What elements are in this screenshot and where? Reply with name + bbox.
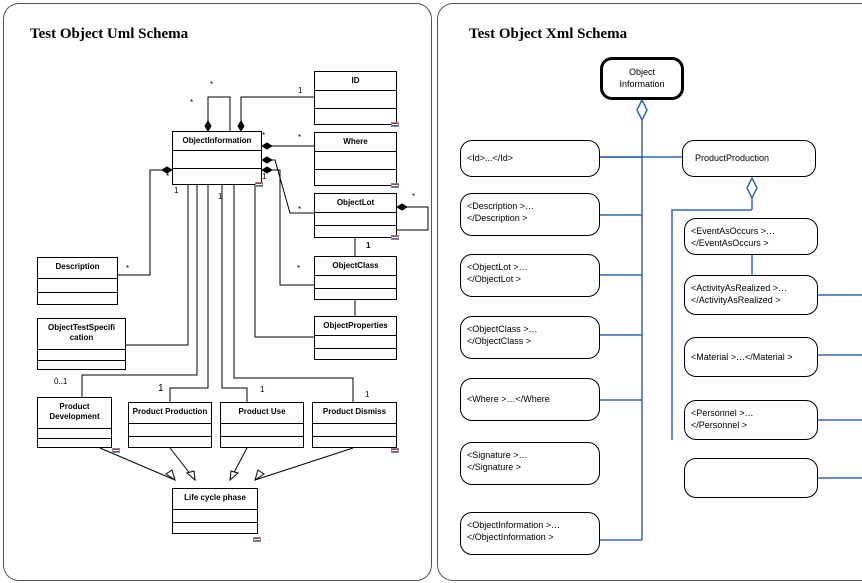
uml-title: Test Object Uml Schema: [30, 26, 189, 42]
mult-label: *: [126, 264, 130, 273]
diamond-id: [237, 120, 245, 132]
class-product-development: Product Development: [37, 397, 112, 448]
mult-label: 1: [158, 383, 164, 394]
mult-label: 0..1: [54, 377, 68, 386]
class-description: Description: [37, 257, 118, 305]
xml-node-material: <Material >…</Material >: [684, 337, 818, 377]
class-object-lot: ObjectLot: [314, 193, 397, 238]
mult-label: 1: [218, 192, 223, 201]
class-object-class: ObjectClass: [314, 256, 397, 300]
xml-node-object-class: <ObjectClass >… </ObjectClass >: [460, 316, 600, 359]
xml-node-object-information: <ObjectInformation >… </ObjectInformatio…: [460, 512, 600, 555]
mult-label: 1: [174, 186, 179, 195]
mult-label: *: [412, 192, 416, 201]
xml-node-where: <Where >…</Where: [460, 378, 600, 421]
class-object-test-specification: ObjectTestSpecifi cation: [37, 318, 126, 370]
assoc-id: [240, 96, 314, 131]
xml-node-event-as-occurs: <EventAsOccurs >… </EventAsOccurs >: [684, 218, 818, 255]
flag-icon: [253, 537, 261, 542]
mult-label: *: [262, 131, 266, 140]
xml-title: Test Object Xml Schema: [469, 26, 628, 42]
class-life-cycle-phase: Life cycle phase: [172, 488, 258, 534]
flag-icon: [255, 182, 263, 187]
class-object-properties: ObjectProperties: [314, 316, 397, 360]
mult-label: *: [166, 172, 170, 181]
flag-icon: [112, 448, 120, 453]
class-object-information: ObjectInformation: [172, 131, 262, 185]
xml-node-empty: [684, 458, 818, 498]
mult-label: *: [190, 98, 194, 107]
flag-icon: [391, 235, 399, 240]
mult-label: 1: [365, 390, 370, 399]
flag-icon: [391, 122, 399, 127]
xml-node-id: <Id>...</Id>: [460, 140, 600, 177]
xml-node-product-production: ProductProduction: [682, 140, 816, 177]
mult-label: 1: [262, 172, 267, 181]
class-where: Where: [314, 132, 397, 186]
mult-label: 1: [298, 86, 303, 95]
class-id: ID: [314, 71, 397, 125]
class-product-production: Product Production: [128, 402, 212, 448]
mult-label: *: [210, 80, 214, 89]
mult-label: *: [297, 264, 301, 273]
mult-label: *: [298, 205, 302, 214]
xml-node-object-lot: <ObjectLot >… </ObjectLot >: [460, 254, 600, 297]
mult-label: *: [298, 133, 302, 142]
class-product-use: Product Use: [220, 402, 304, 448]
mult-label: 1: [366, 241, 371, 250]
class-product-dismiss: Product Dismiss: [312, 402, 397, 448]
xml-node-description: <Description >… </Description >: [460, 193, 600, 236]
flag-icon: [391, 183, 399, 188]
mult-label: 1: [260, 385, 265, 394]
xml-root-node: Object Information: [600, 57, 684, 100]
xml-node-activity-as-realized: <ActivityAsRealized >… </ActivityAsReali…: [684, 275, 818, 315]
xml-node-signature: <Signature >… </Signature >: [460, 442, 600, 485]
xml-node-personnel: <Personnel >… </Personnel >: [684, 400, 818, 440]
flag-icon: [391, 448, 399, 453]
